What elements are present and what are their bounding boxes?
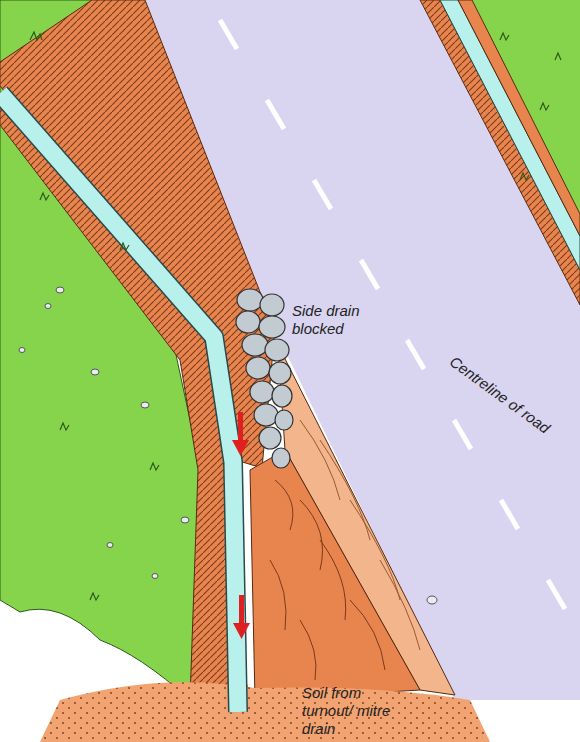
bank-texture <box>270 480 385 680</box>
centre-dash <box>454 420 471 449</box>
pebble <box>141 402 149 408</box>
drain-outline <box>0 93 238 712</box>
rock <box>272 448 290 468</box>
inner-bank <box>0 0 275 468</box>
pebble <box>107 543 113 548</box>
right-side-drain <box>440 0 580 270</box>
rock <box>246 357 270 379</box>
centre-dash <box>501 500 518 529</box>
rock <box>236 311 260 333</box>
rock <box>254 404 278 426</box>
rock <box>259 427 281 449</box>
centre-dash <box>407 340 424 369</box>
pebble <box>427 596 437 604</box>
centre-dash <box>220 20 237 49</box>
right-bank <box>420 0 580 305</box>
rock <box>265 339 289 361</box>
right-outer-bank <box>458 0 580 236</box>
centre-dash <box>314 180 331 209</box>
pebble <box>91 369 99 375</box>
rock <box>250 381 274 403</box>
left-side-drain <box>0 93 238 712</box>
pebble <box>181 517 189 523</box>
rock <box>272 385 292 407</box>
centre-dash <box>267 100 284 129</box>
flow-arrow <box>233 595 250 639</box>
pebble <box>45 304 51 309</box>
flow-arrows <box>232 412 250 639</box>
flow-arrow <box>232 412 249 456</box>
centreline-dashes <box>220 20 565 609</box>
pebble <box>19 348 25 353</box>
centre-dash <box>361 260 378 289</box>
soil-heap <box>40 682 490 742</box>
slope-texture <box>300 420 420 650</box>
grass-tufts <box>30 32 561 600</box>
rock <box>269 362 291 384</box>
rock <box>260 294 284 316</box>
rock <box>275 410 293 430</box>
callout-label: Side drain blocked <box>292 302 374 338</box>
pebble <box>152 574 158 579</box>
centre-dash <box>548 580 565 609</box>
callout-label: Soil from turnout/ mitre drain <box>302 684 392 738</box>
rock <box>237 289 263 311</box>
pebble <box>56 287 64 293</box>
turnout-bank <box>250 450 420 700</box>
rock <box>242 334 268 356</box>
pebbles <box>19 287 437 604</box>
outer-bank <box>0 100 230 700</box>
rock <box>259 316 285 338</box>
